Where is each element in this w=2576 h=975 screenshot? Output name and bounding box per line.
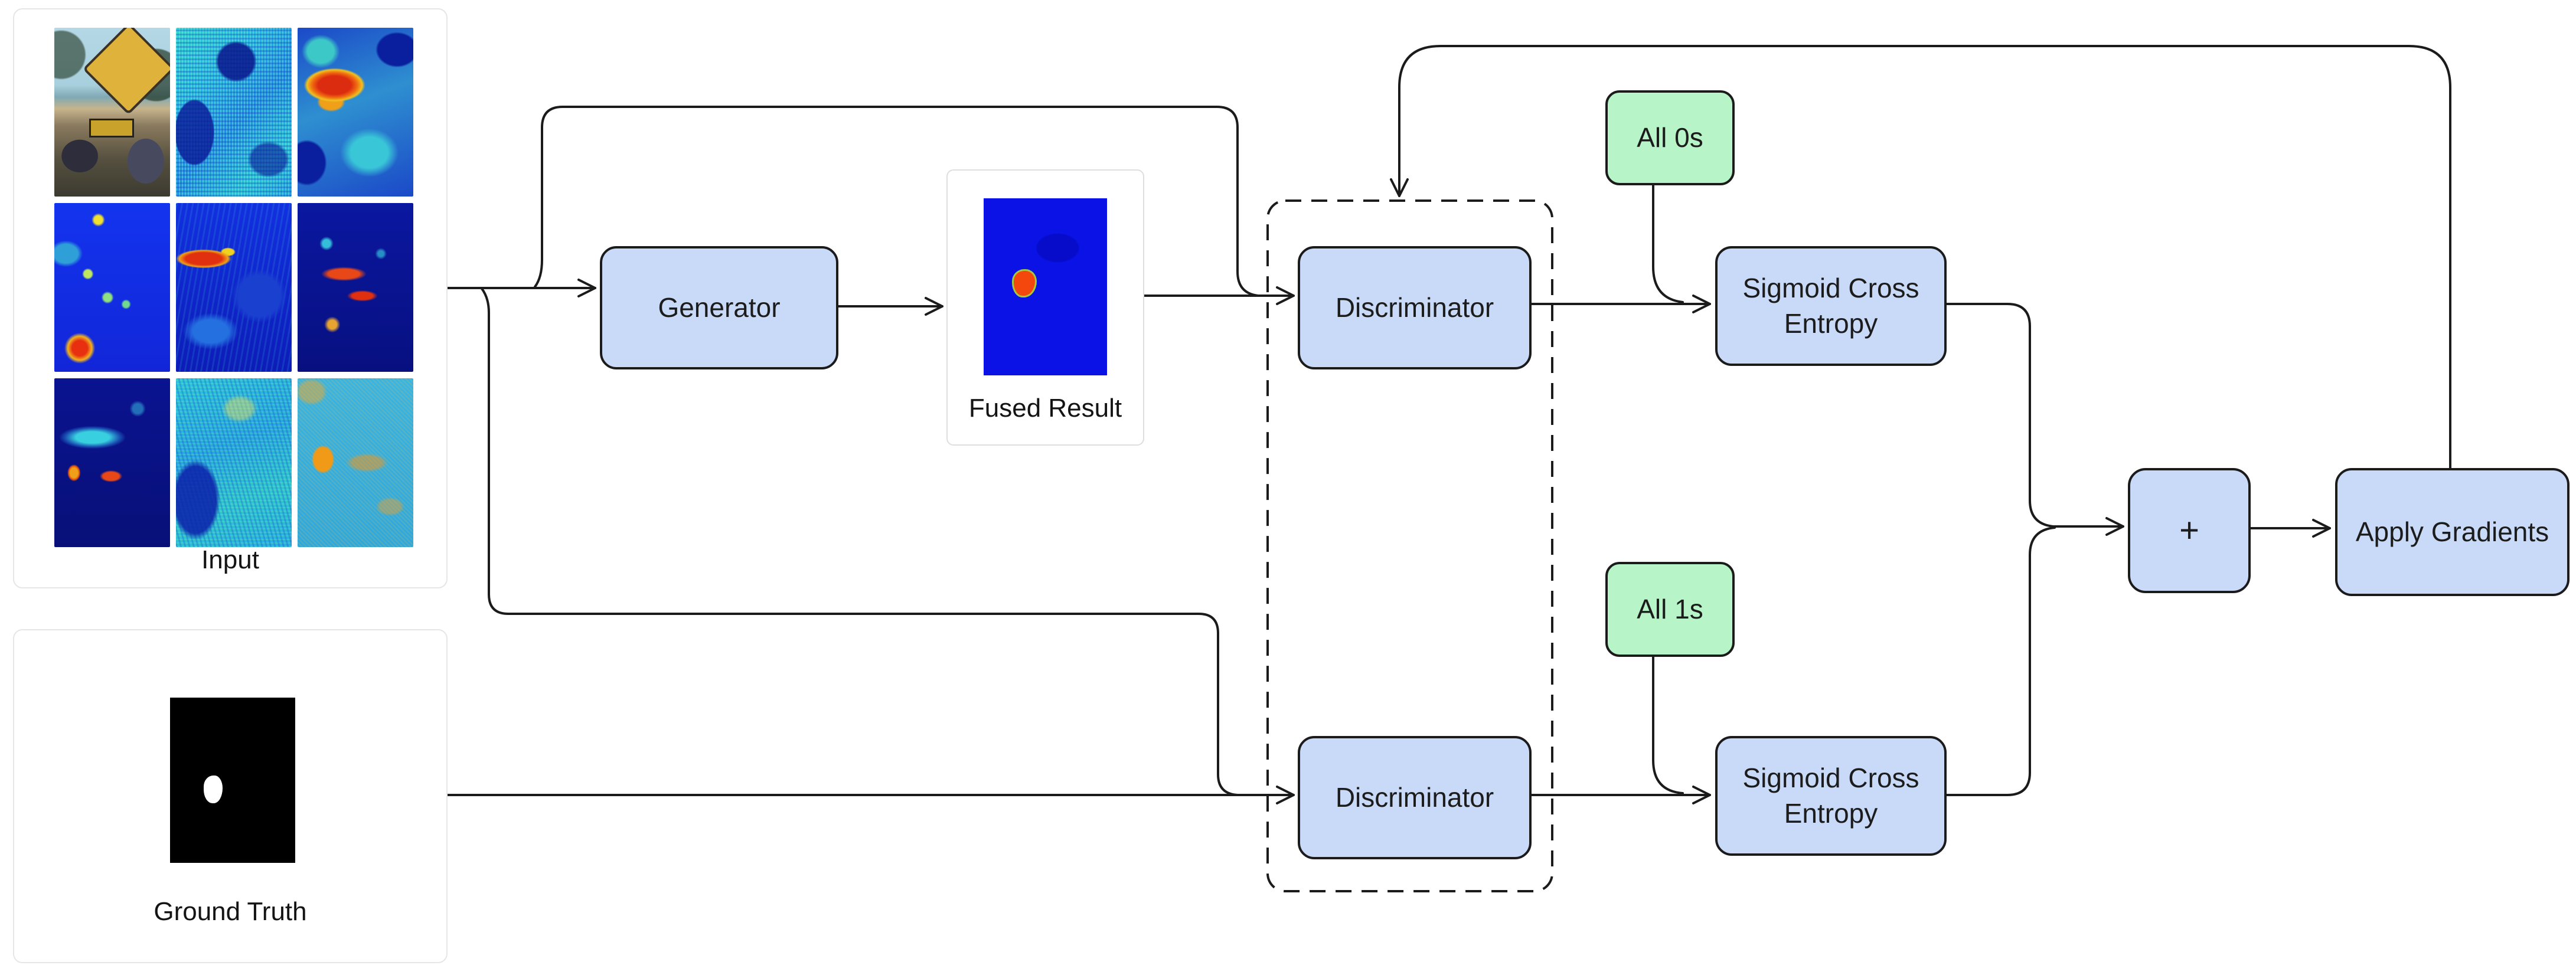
all-1s-node: All 1s [1605, 562, 1735, 657]
input-heatmap-r2c1 [54, 203, 170, 372]
input-heatmap-r3c3 [298, 378, 413, 547]
ground-truth-panel: Ground Truth [13, 629, 448, 963]
ground-truth-mask-image [170, 698, 295, 863]
apply-gradients-node: Apply Gradients [2335, 468, 2570, 596]
discriminator-bottom-node: Discriminator [1298, 736, 1532, 859]
input-heatmap-r2c2 [176, 203, 292, 372]
ground-truth-panel-label: Ground Truth [154, 897, 307, 926]
edge-all0s-to-sigmoid [1652, 179, 1684, 303]
input-panel-label: Input [201, 545, 259, 574]
input-heatmap-r1c2 [176, 28, 292, 197]
input-photo-r1c1 [54, 28, 170, 197]
input-heatmap-r2c3 [298, 203, 413, 372]
input-heatmap-r3c2 [176, 378, 292, 547]
fused-result-card: Fused Result [946, 169, 1144, 446]
plus-combiner-node: + [2128, 468, 2251, 593]
input-heatmap-r3c1 [54, 378, 170, 547]
edge-all1s-to-sigmoid [1652, 651, 1684, 794]
fused-result-orange-blob [1012, 269, 1037, 297]
ground-truth-white-blob [204, 775, 223, 804]
sigmoid-cross-entropy-bottom-node: Sigmoid Cross Entropy [1715, 736, 1947, 856]
warning-sign-shape [82, 28, 170, 115]
edge-input-branch-to-top-discriminator [534, 106, 1266, 297]
edge-top-sigmoid-to-plus [1945, 303, 2124, 536]
vinegar-sign-shape [89, 119, 135, 138]
sigmoid-cross-entropy-top-node: Sigmoid Cross Entropy [1715, 246, 1947, 366]
edge-input-branch-to-bottom-discriminator [481, 287, 1246, 796]
input-panel: Input [13, 8, 448, 588]
fused-result-label: Fused Result [968, 394, 1122, 423]
all-0s-node: All 0s [1605, 90, 1735, 185]
edge-bottom-sigmoid-to-plus [1945, 526, 2056, 796]
input-heatmap-r1c3 [298, 28, 413, 197]
discriminator-group-dashed-box [1266, 199, 1553, 892]
edge-apply-gradients-feedback-to-discriminators [1390, 45, 2451, 469]
generator-node: Generator [600, 246, 838, 369]
discriminator-top-node: Discriminator [1298, 246, 1532, 369]
fused-result-image [984, 198, 1107, 375]
